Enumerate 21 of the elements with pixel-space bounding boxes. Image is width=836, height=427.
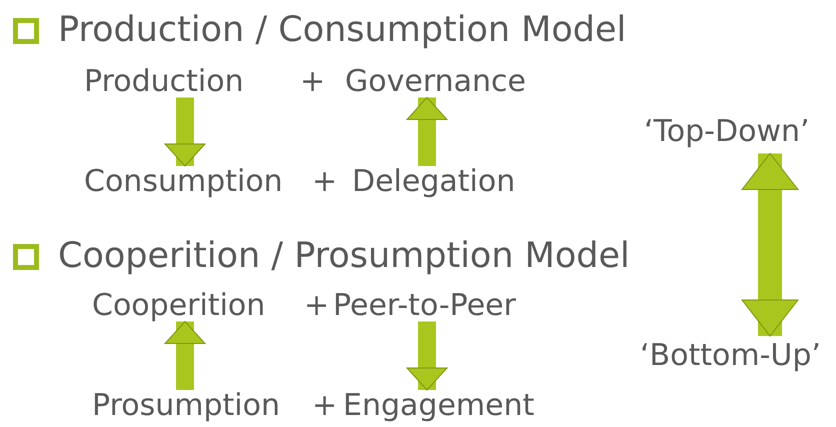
- block-arrow: [164, 98, 206, 166]
- section-heading: Cooperition / Prosumption Model: [58, 238, 630, 275]
- plus-sign: +: [304, 290, 330, 322]
- block-arrow: [406, 97, 448, 166]
- plus-sign: +: [300, 66, 326, 98]
- term-label: Cooperition: [92, 290, 266, 322]
- plus-sign: +: [312, 390, 338, 422]
- term-label: Consumption: [84, 166, 283, 198]
- double-arrow: [742, 153, 798, 336]
- block-arrow: [164, 321, 206, 390]
- term-label: Delegation: [352, 166, 516, 198]
- block-arrow: [406, 322, 448, 390]
- plus-sign: +: [312, 166, 338, 198]
- term-label: Production: [84, 66, 244, 98]
- section-heading: Production / Consumption Model: [58, 12, 626, 49]
- term-label: Prosumption: [92, 390, 280, 422]
- term-label: Peer-to-Peer: [333, 290, 516, 322]
- term-label: ‘Bottom-Up’: [640, 340, 821, 372]
- term-label: Governance: [345, 66, 526, 98]
- term-label: Engagement: [343, 390, 534, 422]
- term-label: ‘Top-Down’: [644, 116, 810, 148]
